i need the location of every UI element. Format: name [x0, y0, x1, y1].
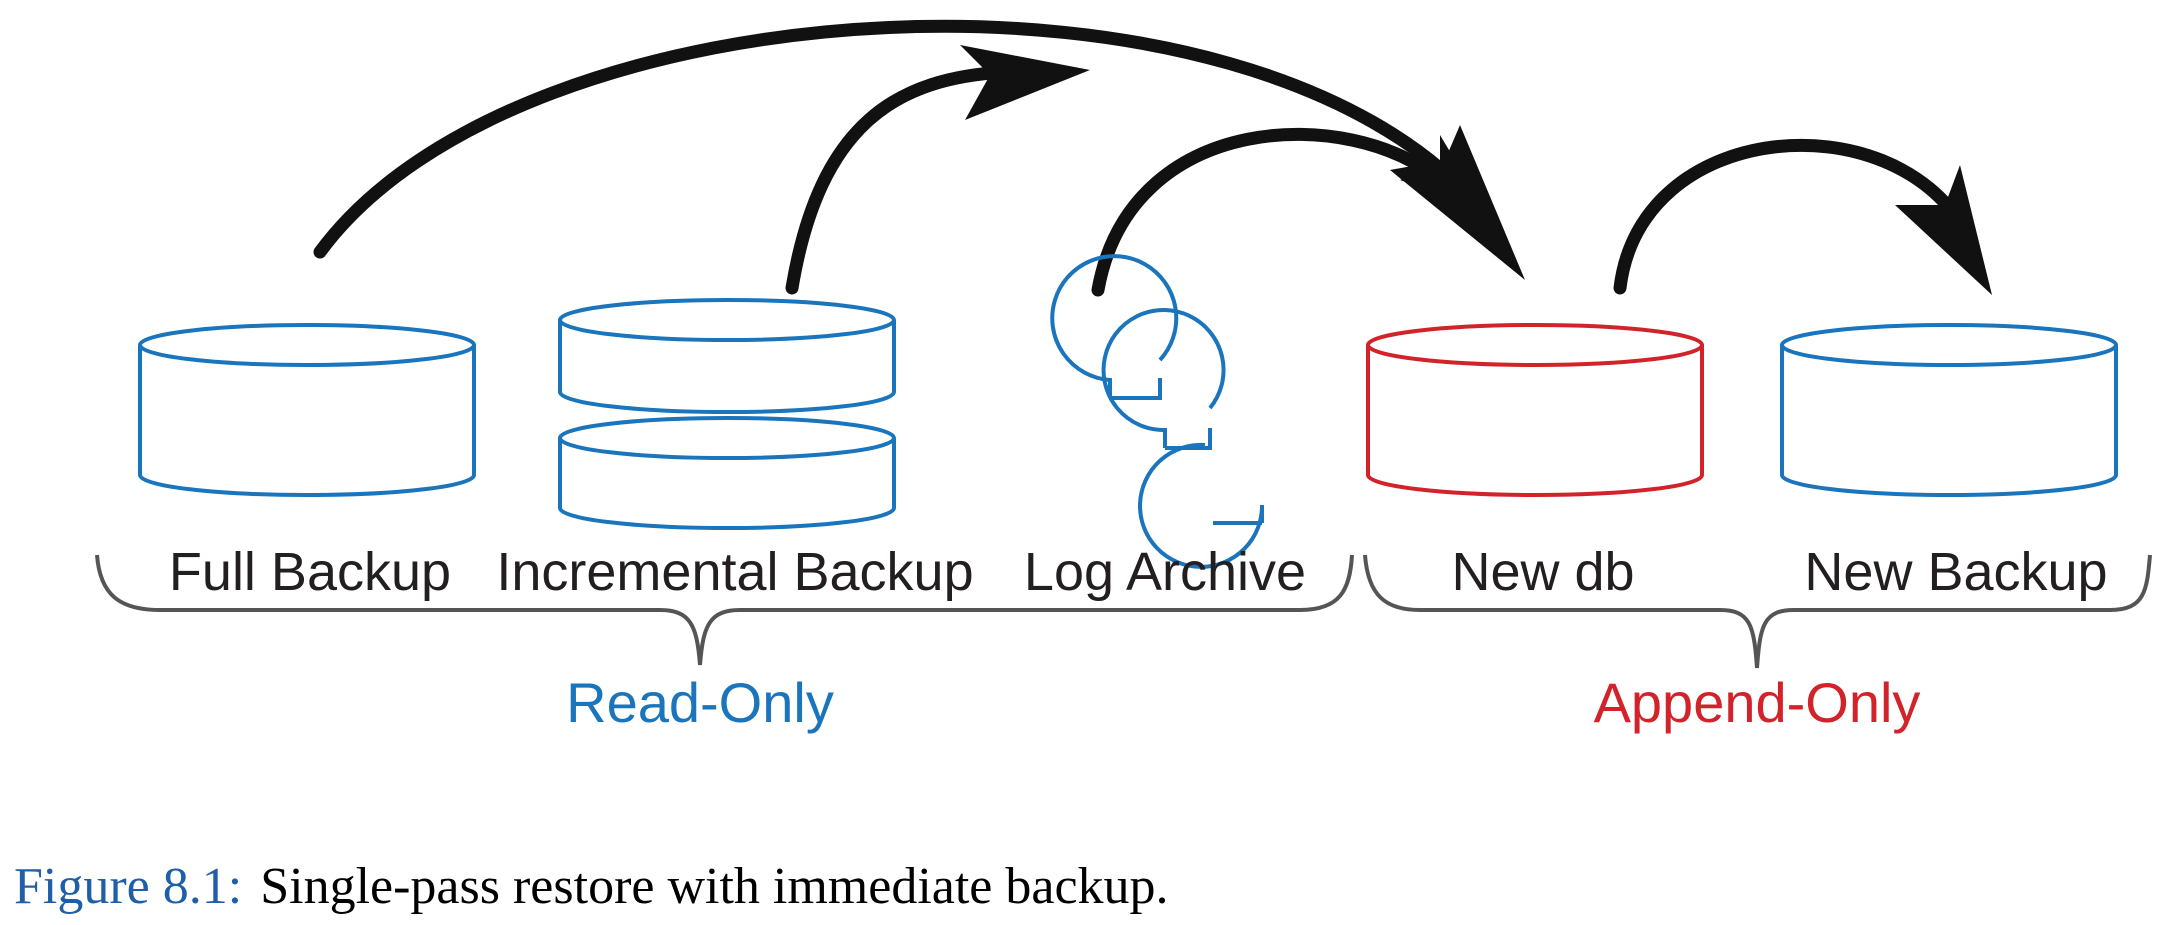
caption-text: Single-pass restore with immediate backu…: [260, 858, 1168, 915]
arrowhead-icon: [960, 45, 1090, 120]
arrow-full-backup-to-new-db: [313, 19, 1487, 259]
incremental-backup-cylinders-icon: [558, 298, 896, 530]
label-new-db: New db: [1451, 542, 1634, 602]
arrowhead-icon: [1895, 165, 1992, 295]
label-full-backup: Full Backup: [169, 542, 451, 602]
full-backup-cylinder-icon: [138, 323, 476, 497]
read-only-brace: [95, 554, 1354, 666]
new-db-cylinder-icon: [1366, 323, 1704, 497]
arrows: [313, 19, 1992, 297]
log-archive-bubbles-icon: [1050, 254, 1265, 569]
append-only-brace: [1363, 554, 2152, 669]
label-log-archive: Log Archive: [1024, 542, 1306, 602]
group-label-read-only: Read-Only: [566, 671, 834, 734]
label-new-backup: New Backup: [1804, 542, 2107, 602]
group-label-append-only: Append-Only: [1594, 671, 1921, 734]
caption-number: Figure 8.1:: [14, 858, 242, 915]
new-backup-cylinder-icon: [1780, 323, 2118, 497]
arrow-incremental-to-new-db: [785, 65, 1012, 295]
label-incremental-backup: Incremental Backup: [496, 542, 973, 602]
arrow-log-archive-to-new-db: [1091, 127, 1447, 297]
arrowhead-icon: [1400, 135, 1485, 210]
arrowhead-icon: [1390, 125, 1525, 280]
arrow-new-db-to-new-backup: [1613, 138, 1972, 295]
figure-caption: Figure 8.1: Single-pass restore with imm…: [14, 858, 1169, 915]
